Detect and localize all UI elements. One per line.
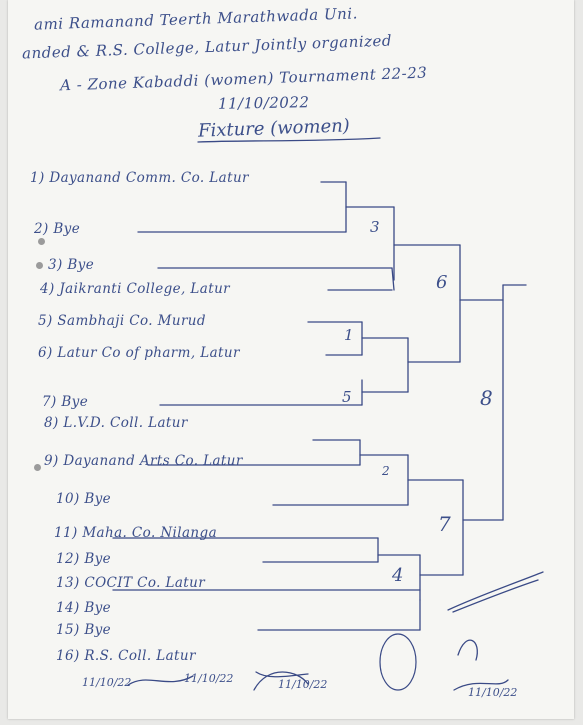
team-entry: 14) Bye (56, 600, 112, 616)
team-entry: 15) Bye (56, 622, 112, 638)
punch-hole (38, 238, 45, 245)
signature-date: 11/10/22 (82, 676, 132, 689)
team-entry: 8) L.V.D. Coll. Latur (44, 415, 188, 431)
match-number: 6 (436, 272, 448, 293)
match-number: 3 (370, 218, 380, 236)
team-entry: 3) Bye (48, 257, 95, 273)
fixture-sheet: ami Ramanand Teerth Marathwada Uni. ande… (8, 0, 574, 719)
team-entry: 11) Maha. Co. Nilanga (54, 525, 218, 541)
match-number: 8 (480, 386, 493, 410)
team-entry: 9) Dayanand Arts Co. Latur (44, 453, 243, 469)
team-entry: 16) R.S. Coll. Latur (56, 648, 196, 664)
team-entry: 1) Dayanand Comm. Co. Latur (30, 170, 249, 186)
match-number: 1 (344, 326, 354, 344)
team-entry: 12) Bye (56, 551, 112, 567)
team-entry: 5) Sambhaji Co. Murud (38, 313, 206, 329)
team-entry: 7) Bye (42, 394, 89, 410)
team-entry: 2) Bye (34, 221, 81, 237)
signature-date: 11/10/22 (184, 672, 234, 685)
team-entry: 4) Jaikranti College, Latur (40, 281, 231, 297)
match-number: 2 (382, 464, 390, 478)
header-date: 11/10/2022 (217, 93, 310, 113)
match-number: 5 (342, 388, 352, 406)
team-entry: 10) Bye (56, 491, 112, 507)
match-number: 4 (392, 565, 404, 586)
bracket-lines (112, 137, 544, 691)
punch-hole (36, 262, 43, 269)
team-entry: 6) Latur Co of pharm, Latur (38, 345, 240, 361)
signature-date: 11/10/22 (468, 686, 518, 699)
signature-date: 11/10/22 (278, 678, 328, 691)
match-number: 7 (438, 512, 451, 536)
punch-hole (34, 464, 41, 471)
team-entry: 13) COCIT Co. Latur (56, 575, 206, 591)
